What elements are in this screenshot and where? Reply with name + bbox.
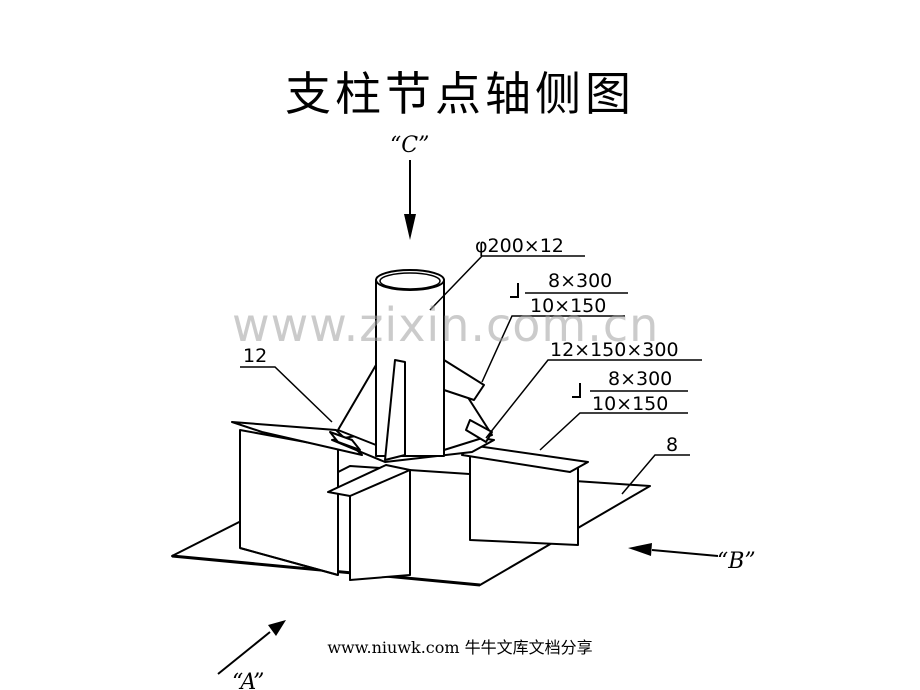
view-arrow-c [404, 160, 416, 240]
left-web-bottom [239, 547, 339, 576]
rib-left [337, 364, 377, 446]
angle-icon [510, 283, 519, 298]
leader-pipe [429, 255, 585, 311]
rib-foot-left [329, 431, 361, 451]
page-title: 支柱节点轴侧图 [285, 67, 635, 121]
rib-front [384, 359, 406, 461]
label-angle2-top: 8×300 [608, 368, 672, 390]
left-flange [231, 421, 363, 456]
view-arrow-a [217, 620, 286, 675]
label-rib: 12 [243, 345, 267, 367]
label-pipe: φ200×12 [475, 235, 564, 257]
front-flange [327, 464, 411, 497]
watermark: www.zixin.com.cn [232, 298, 660, 352]
leader-angle1 [481, 315, 625, 383]
view-label-a: “A” [232, 670, 264, 690]
label-angle1-bottom: 10×150 [530, 295, 606, 317]
leader-flange [485, 359, 702, 439]
view-label-c: “C” [390, 133, 429, 158]
leader-baseplate [621, 454, 690, 495]
pipe-top-inner [379, 272, 441, 290]
rib-back [443, 359, 485, 401]
view-label-b: “B” [717, 549, 756, 574]
leader-rib [240, 366, 333, 423]
rib-foot-right [465, 419, 493, 443]
label-angle2-bottom: 10×150 [592, 393, 668, 415]
label-angle1-top: 8×300 [548, 270, 612, 292]
leader-angle2 [539, 412, 688, 451]
view-arrow-b [628, 543, 719, 557]
angle-icon [572, 383, 581, 398]
footer: www.niuwk.com 牛牛文库文档分享 [327, 638, 593, 657]
label-baseplate: 8 [666, 434, 678, 456]
label-flange: 12×150×300 [550, 339, 679, 361]
